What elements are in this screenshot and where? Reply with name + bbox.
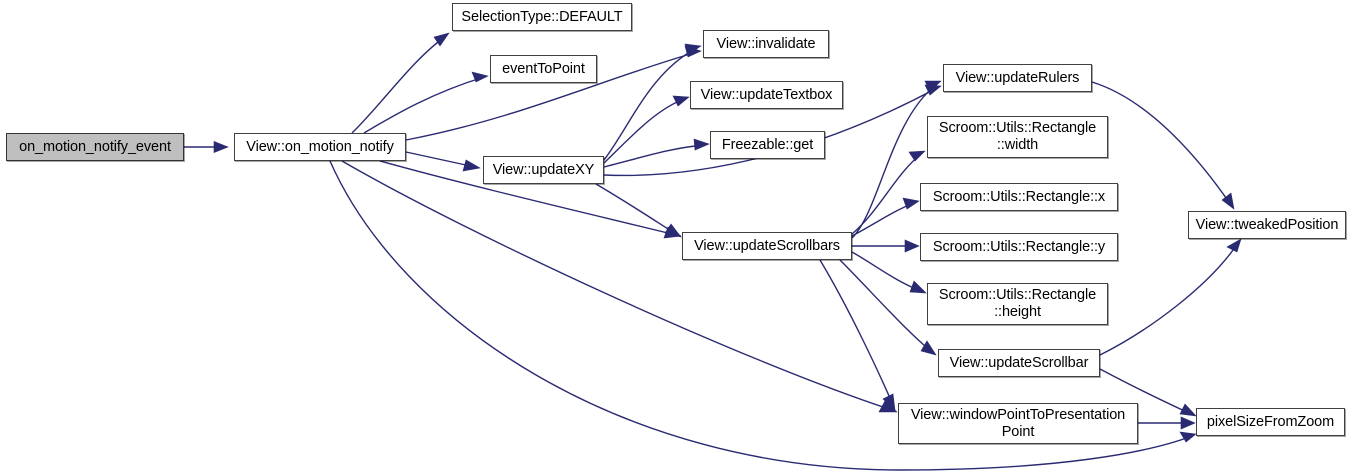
edge-view_updatescrollbars-to-rect_x <box>851 202 915 237</box>
edge-view_updatexy-to-freezable_get <box>603 144 705 168</box>
node-label-rect_y: Scroom::Utils::Rectangle::y <box>932 238 1106 255</box>
arrowhead-rect_height <box>909 280 927 294</box>
node-view_tweakedposition[interactable]: View::tweakedPosition <box>1188 211 1346 239</box>
arrowhead-view_invalidate <box>684 43 702 55</box>
node-label-rect_width: Scroom::Utils::Rectangle ::width <box>938 120 1097 153</box>
arrowhead-view_updatescrollbars <box>664 223 682 238</box>
node-label-pixelsizefromzoom: pixelSizeFromZoom <box>1206 413 1335 430</box>
node-selectiontype_default[interactable]: SelectionType::DEFAULT <box>452 3 632 31</box>
arrowhead-rect_x <box>902 197 920 210</box>
arrowhead-view_windowpointtopresentationpoint <box>882 393 896 411</box>
node-label-view_updatetextbox: View::updateTextbox <box>700 86 833 103</box>
edge-view_updatescrollbars-to-view_windowpointtopresentationpoint <box>819 259 894 406</box>
node-label-on_motion_notify_event: on_motion_notify_event <box>19 138 171 155</box>
node-label-view_windowpointtopresentationpoint: View::windowPointToPresentation Point <box>910 406 1126 440</box>
edge-view_on_motion_notify-to-view_invalidate <box>405 51 698 141</box>
arrowhead-view_tweakedposition <box>1226 238 1242 253</box>
edge-view_updatescrollbars-to-rect_width <box>851 153 922 235</box>
arrowhead-rect_y <box>904 239 920 253</box>
node-rect_width[interactable]: Scroom::Utils::Rectangle ::width <box>927 116 1108 158</box>
edge-view_on_motion_notify-to-selectiontype_default <box>351 35 447 134</box>
node-label-view_updatescrollbars: View::updateScrollbars <box>694 237 840 254</box>
arrowhead-view_updaterulers <box>924 80 942 92</box>
edge-view_updatexy-to-view_updatescrollbars <box>595 183 677 235</box>
arrowhead-view_updatetextbox <box>672 95 690 107</box>
node-label-view_tweakedposition: View::tweakedPosition <box>1195 216 1339 233</box>
edge-view_updatescrollbars-to-rect_height <box>851 251 922 292</box>
node-view_updatescrollbars[interactable]: View::updateScrollbars <box>682 232 852 260</box>
node-rect_height[interactable]: Scroom::Utils::Rectangle ::height <box>927 283 1108 325</box>
node-rect_y[interactable]: Scroom::Utils::Rectangle::y <box>920 233 1118 261</box>
node-view_updatetextbox[interactable]: View::updateTextbox <box>690 81 843 109</box>
node-view_invalidate[interactable]: View::invalidate <box>703 30 829 58</box>
node-freezable_get[interactable]: Freezable::get <box>710 131 825 159</box>
node-label-view_invalidate: View::invalidate <box>716 35 816 52</box>
node-label-view_updatexy: View::updateXY <box>492 161 595 178</box>
edge-view_on_motion_notify-to-view_updatexy <box>405 151 476 168</box>
edge-view_updatescrollbars-to-view_updatescrollbar <box>839 259 933 353</box>
edge-view_updatexy-to-view_updatetextbox <box>603 98 685 164</box>
edge-view_updatexy-to-view_invalidate <box>603 47 698 161</box>
edge-view_on_motion_notify-to-pixelsizefromzoom <box>329 160 1193 471</box>
arrowhead-view_on_motion_notify <box>213 141 229 153</box>
arrowhead-pixelsizefromzoom <box>1180 416 1196 430</box>
node-pixelsizefromzoom[interactable]: pixelSizeFromZoom <box>1196 408 1345 436</box>
node-eventtopoint[interactable]: eventToPoint <box>490 55 597 83</box>
node-label-view_updatescrollbar: View::updateScrollbar <box>949 354 1089 371</box>
arrowhead-selectiontype_default <box>433 32 450 47</box>
node-label-rect_x: Scroom::Utils::Rectangle::x <box>932 188 1106 205</box>
node-label-view_on_motion_notify: View::on_motion_notify <box>246 138 394 155</box>
arrowhead-pixelsizefromzoom <box>1179 403 1197 417</box>
arrowhead-freezable_get <box>693 138 710 151</box>
arrowhead-view_updatexy <box>462 159 481 172</box>
edge-view_updatescrollbar-to-view_tweakedposition <box>1099 242 1239 356</box>
node-label-freezable_get: Freezable::get <box>721 136 814 153</box>
node-view_windowpointtopresentationpoint[interactable]: View::windowPointToPresentation Point <box>898 403 1138 444</box>
node-on_motion_notify_event[interactable]: on_motion_notify_event <box>6 133 184 161</box>
edge-view_updatescrollbars-to-view_updaterulers <box>851 83 938 239</box>
edge-view_on_motion_notify-to-view_windowpointtopresentationpoint <box>341 160 893 411</box>
node-label-selectiontype_default: SelectionType::DEFAULT <box>461 8 623 25</box>
edge-view_updaterulers-to-view_tweakedposition <box>1091 81 1232 206</box>
arrowhead-pixelsizefromzoom <box>1179 431 1197 443</box>
arrowhead-rect_width <box>908 150 926 162</box>
node-label-rect_height: Scroom::Utils::Rectangle ::height <box>938 287 1097 320</box>
node-view_updatexy[interactable]: View::updateXY <box>483 156 604 184</box>
node-view_on_motion_notify[interactable]: View::on_motion_notify <box>234 133 406 161</box>
arrowhead-view_tweakedposition <box>1221 192 1235 210</box>
edge-view_on_motion_notify-to-eventtopoint <box>363 76 485 134</box>
node-label-view_updaterulers: View::updateRulers <box>955 69 1080 86</box>
arrowhead-eventtopoint <box>471 71 489 83</box>
edge-view_on_motion_notify-to-view_updatescrollbars <box>379 160 677 236</box>
arrowhead-view_updatescrollbar <box>920 340 937 356</box>
node-view_updaterulers[interactable]: View::updateRulers <box>943 64 1092 92</box>
node-rect_x[interactable]: Scroom::Utils::Rectangle::x <box>920 183 1118 211</box>
node-label-eventtopoint: eventToPoint <box>502 60 585 77</box>
node-view_updatescrollbar[interactable]: View::updateScrollbar <box>938 349 1100 377</box>
